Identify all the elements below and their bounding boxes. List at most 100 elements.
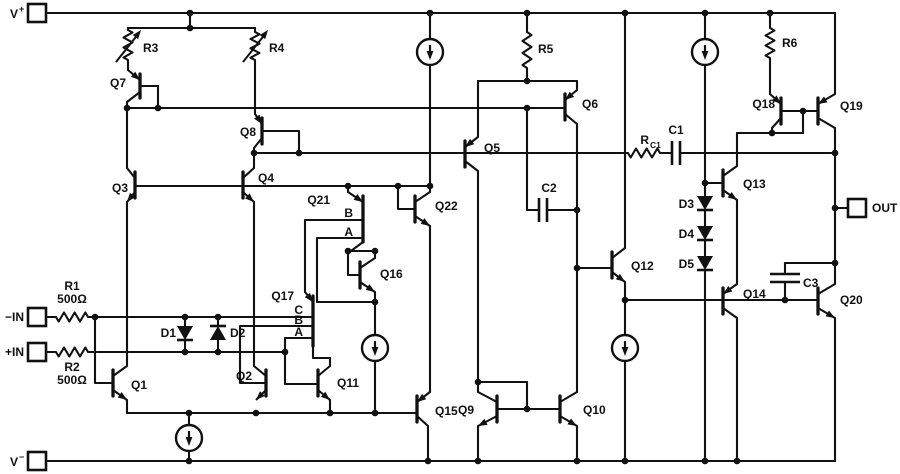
label-q7: Q7 [110,76,126,90]
junction-dot [523,405,531,413]
emitter-arrow-q20 [825,310,835,318]
wire [93,315,115,385]
label-r4: R4 [269,41,285,55]
bjt-q9 [477,391,498,403]
label-d2: D2 [230,326,246,340]
junction-dot [371,298,379,306]
diode-d1 [177,326,193,340]
bjt-q19 [817,117,836,129]
junction-dot [621,9,629,17]
junction-dot [281,348,289,356]
terminal-in-plus[interactable] [26,341,48,363]
label-d3: D3 [679,197,695,211]
label-q6: Q6 [582,97,598,111]
junction-dot [181,348,189,356]
bjt-q1 [112,365,128,377]
junction-dot [701,179,709,187]
current-arrow-icon [701,51,709,60]
label-q10: Q10 [583,403,606,417]
junction-dot [573,457,581,465]
current-arrow-icon [426,51,434,60]
bjt-q22 [414,191,431,203]
label-q21-tap-a: A [344,225,353,239]
emitter-arrow-q12 [615,273,625,282]
label-vminus-sign: − [19,452,24,462]
wire [735,131,805,168]
junction-dot [621,457,629,465]
emitter-arrow-q5 [465,138,475,147]
junction-dot [91,313,99,321]
label-rc1: R [640,133,649,147]
emitter-arrow-q13 [727,192,737,200]
label-in-plus: +IN [5,345,24,359]
label-d1: D1 [161,326,177,340]
emitter-arrow-q18 [772,95,781,104]
terminal-in-minus[interactable] [26,306,48,328]
bjt-q6 [564,113,578,125]
resistor-r3 [122,29,134,61]
terminal-vminus[interactable] [26,450,48,472]
bjt-q4 [242,167,255,179]
current-arrow-icon [621,347,629,356]
terminal-out[interactable] [846,197,868,219]
bjt-q7 [126,91,141,103]
junction-dot [573,206,581,214]
diode-d4 [697,226,713,240]
label-q22: Q22 [435,199,458,213]
resistor-r5 [521,31,533,69]
label-q21-tap-b: B [344,206,353,220]
junction-dot [371,409,379,417]
terminal-vplus[interactable] [26,2,48,24]
label-c1: C1 [668,123,684,137]
label-q3: Q3 [112,181,128,195]
label-q17-tap-c: C [294,303,303,317]
current-arrow-icon [371,347,379,356]
label-q21: Q21 [307,193,330,207]
label-q9: Q9 [458,403,474,417]
bjt-q13 [722,165,738,177]
junction-dot [186,9,194,17]
junction-dot [781,296,789,304]
label-rc1-sub: C1 [650,140,661,150]
junction-dot [768,129,776,137]
junction-dot [371,247,379,255]
trim-arrow-r4 [259,30,268,40]
label-vminus: V [10,455,18,469]
emitter-arrow-q8 [254,114,262,124]
emitter-arrow-q14 [723,286,733,294]
label-r6: R6 [782,36,798,50]
wire [346,249,362,277]
label-r1-value: 500Ω [57,292,87,306]
bjt-q18 [771,117,782,129]
emitter-arrow-q16 [365,284,375,292]
wiring-layer [44,9,850,465]
label-q15: Q15 [435,404,458,418]
label-q2: Q2 [236,369,252,383]
label-r2-value: 500Ω [57,373,87,387]
wire [396,184,417,211]
emitter-arrow-q17 [304,292,313,302]
junction-dot [154,104,162,112]
label-r3: R3 [143,41,159,55]
current-arrow-icon [185,437,193,446]
junction-dot [523,104,531,112]
junction-dot [426,9,434,17]
junction-dot [424,457,432,465]
emitter-arrow-q4 [245,193,254,202]
trim-arrow-r3 [115,32,140,63]
emitter-arrow-q7 [130,71,140,80]
emitter-arrow-q6 [565,91,575,100]
resistor-r1 [55,311,89,323]
bjt-q20 [817,283,836,295]
junction-dot [831,149,839,157]
bjt-q15 [416,415,429,427]
junction-dot [252,409,260,417]
junction-dot [214,348,222,356]
bjt-q14 [722,307,738,319]
emitter-arrow-q10 [567,418,577,426]
junction-dot [523,9,531,17]
junction-dot [701,9,709,17]
junction-dot [123,104,131,112]
